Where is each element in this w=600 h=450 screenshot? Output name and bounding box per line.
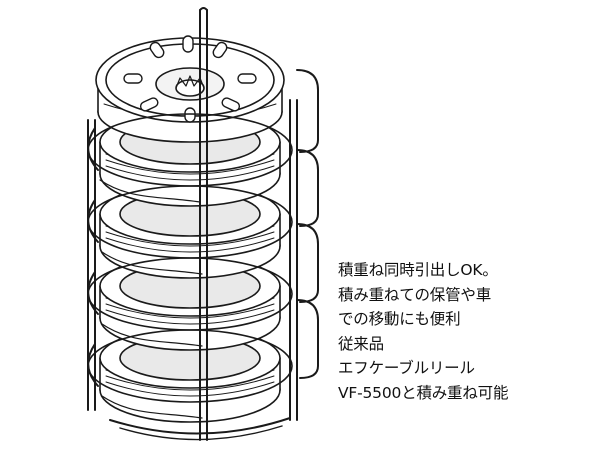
caption-line-storage: 積み重ねての保管や車 (338, 285, 492, 304)
feature-caption: 積重ね同時引出しOK。 積み重ねての保管や車 での移動にも便利 従来品 エフケー… (338, 258, 593, 405)
stacked-cable-reels-illustration (87, 7, 319, 441)
reel-spokes (123, 35, 257, 123)
rack-frame (87, 7, 319, 441)
cable-strands (99, 179, 203, 419)
caption-line-stack-draw: 積重ね同時引出しOK。 (338, 261, 498, 279)
caption-line-product-name: エフケーブルリール (338, 359, 475, 377)
caption-line-transport: での移動にも便利 (338, 310, 461, 328)
reel-top (95, 35, 285, 143)
caption-line-legacy: 従来品 (338, 334, 384, 353)
caption-line-compatibility: VF-5500と積み重ね可能 (338, 383, 509, 402)
